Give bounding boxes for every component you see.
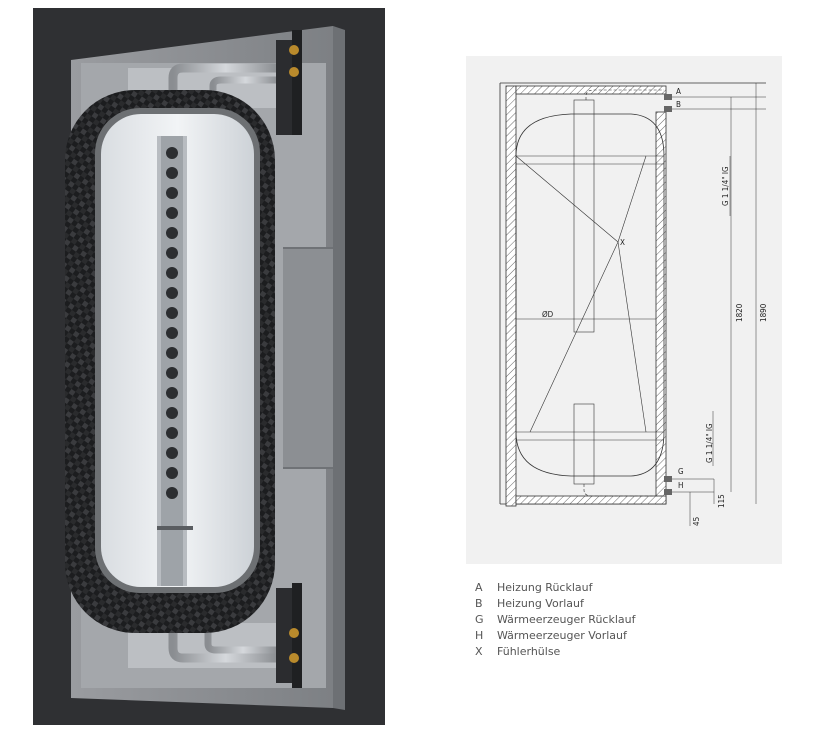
- port-label-a: A: [676, 87, 681, 96]
- thread-top-label: G 1 1/4" IG: [721, 166, 730, 206]
- perforation-holes: [166, 147, 178, 499]
- legend-key: G: [475, 613, 484, 626]
- port-label-b: B: [676, 100, 681, 109]
- perforation-hole: [166, 467, 178, 479]
- legend-label: Wärmeerzeuger Vorlauf: [497, 629, 627, 642]
- legend-label: Heizung Rücklauf: [497, 581, 593, 594]
- tube-bracket: [157, 526, 193, 530]
- port-label-x: X: [620, 238, 625, 247]
- perforated-tube: [157, 136, 187, 586]
- height-1820-label: 1820: [735, 303, 744, 322]
- legend-label: Fühlerhülse: [497, 645, 561, 658]
- perforation-hole: [166, 327, 178, 339]
- perforation-hole: [166, 447, 178, 459]
- port-label-g: G: [678, 467, 684, 476]
- perforation-hole: [166, 227, 178, 239]
- legend-item: X Fühlerhülse: [475, 644, 635, 660]
- port-label-h: H: [678, 481, 683, 490]
- perforation-hole: [166, 267, 178, 279]
- perforation-hole: [166, 287, 178, 299]
- perforation-hole: [166, 187, 178, 199]
- perforation-hole: [166, 427, 178, 439]
- legend-item: H Wärmeerzeuger Vorlauf: [475, 628, 635, 644]
- perforation-hole: [166, 487, 178, 499]
- offset-115-label: 115: [717, 494, 726, 508]
- insulation-wall-right: [655, 111, 667, 505]
- perforation-hole: [166, 247, 178, 259]
- insulation-bottom: [515, 495, 667, 505]
- perforation-hole: [166, 167, 178, 179]
- legend-key: H: [475, 629, 484, 642]
- insulation-wall-left: [505, 85, 517, 507]
- port-connectors: [664, 94, 672, 495]
- legend-key: B: [475, 597, 483, 610]
- perforation-hole: [166, 147, 178, 159]
- height-1890-label: 1890: [759, 303, 768, 322]
- legend-item: B Heizung Vorlauf: [475, 596, 635, 612]
- inner-tube: [573, 99, 595, 333]
- thread-bottom-label: G 1 1/4" IG: [705, 423, 714, 463]
- legend: A Heizung Rücklauf B Heizung Vorlauf G W…: [475, 580, 635, 660]
- legend-label: Heizung Vorlauf: [497, 597, 584, 610]
- perforation-hole: [166, 407, 178, 419]
- product-render: [33, 8, 385, 725]
- legend-item: A Heizung Rücklauf: [475, 580, 635, 596]
- diameter-label: ØD: [542, 309, 554, 319]
- connection-pipes-top: [168, 30, 302, 135]
- perforation-hole: [166, 347, 178, 359]
- perforation-hole: [166, 367, 178, 379]
- connection-pipes-bottom: [168, 583, 302, 688]
- perforation-hole: [166, 207, 178, 219]
- legend-key: X: [475, 645, 483, 658]
- perforation-hole: [166, 307, 178, 319]
- technical-drawing: ØD X A B G H G 1 1/4" IG G 1 1/4" IG: [466, 56, 782, 564]
- legend-key: A: [475, 581, 483, 594]
- perforation-hole: [166, 387, 178, 399]
- legend-item: G Wärmeerzeuger Rücklauf: [475, 612, 635, 628]
- legend-label: Wärmeerzeuger Rücklauf: [497, 613, 636, 626]
- offset-45-label: 45: [692, 517, 701, 526]
